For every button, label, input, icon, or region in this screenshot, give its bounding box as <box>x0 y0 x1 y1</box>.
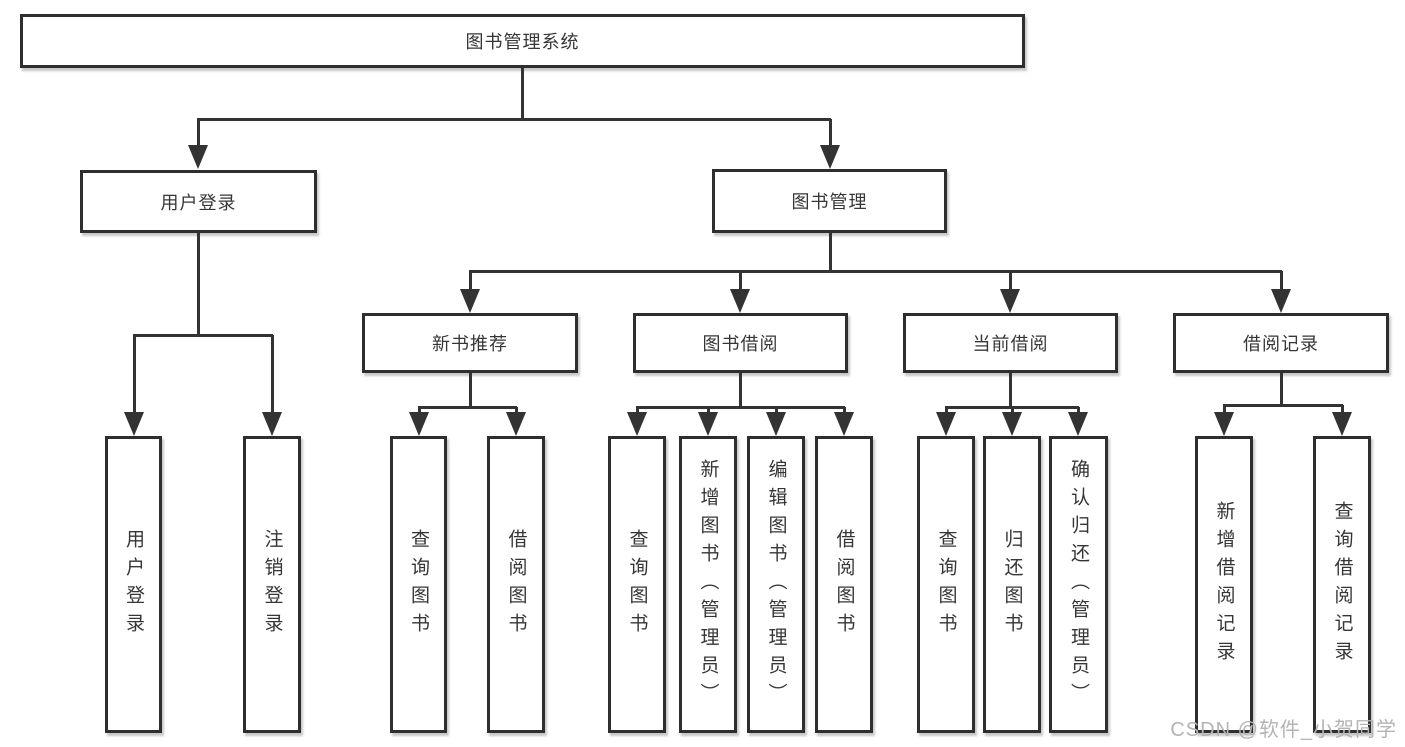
node-root-label: 图书管理系统 <box>465 32 580 52</box>
connector-segment <box>829 233 832 271</box>
leaf-query-books-borrowing-label: 查询图书 <box>626 528 648 641</box>
leaf-return-books: 归还图书 <box>983 436 1041 733</box>
leaf-query-books-current-label: 查询图书 <box>935 528 957 641</box>
connector-segment <box>1009 271 1012 295</box>
connector-segment <box>1341 405 1344 418</box>
connector-segment <box>829 119 832 151</box>
leaf-query-borrow-record-label: 查询借阅记录 <box>1331 500 1353 669</box>
arrowhead-icon <box>766 412 786 436</box>
node-book-borrowing: 图书借阅 <box>633 313 848 373</box>
node-current-borrowing-label: 当前借阅 <box>972 334 1049 354</box>
connector-segment <box>1223 405 1226 418</box>
connector-segment <box>521 68 524 119</box>
leaf-return-books-label: 归还图书 <box>1001 528 1023 641</box>
node-book-management-label: 图书管理 <box>791 192 868 212</box>
connector-segment <box>1280 271 1283 295</box>
node-borrowing-records: 借阅记录 <box>1173 313 1389 373</box>
arrowhead-icon <box>698 412 718 436</box>
leaf-edit-books-admin-label: 编辑图书（管理员） <box>765 458 787 711</box>
node-borrowing-records-label: 借阅记录 <box>1243 334 1319 354</box>
leaf-query-books-recommend-label: 查询图书 <box>408 528 429 641</box>
node-current-borrowing: 当前借阅 <box>903 313 1118 373</box>
arrowhead-icon <box>627 412 647 436</box>
node-book-management: 图书管理 <box>712 169 947 233</box>
leaf-add-borrow-record-label: 新增借阅记录 <box>1213 500 1235 669</box>
leaf-confirm-return-admin: 确认归还（管理员） <box>1049 436 1108 733</box>
leaf-add-borrow-record: 新增借阅记录 <box>1195 436 1253 733</box>
leaf-borrow-books-recommend: 借阅图书 <box>487 436 545 733</box>
arrowhead-icon <box>409 412 429 436</box>
leaf-user-login-label: 用户登录 <box>123 528 144 641</box>
connector-segment <box>133 335 136 418</box>
arrowhead-icon <box>820 145 840 169</box>
node-user-login: 用户登录 <box>80 170 317 233</box>
leaf-query-books-recommend: 查询图书 <box>390 436 447 733</box>
leaf-logout: 注销登录 <box>243 436 301 733</box>
arrowhead-icon <box>188 145 208 169</box>
arrowhead-icon <box>1214 412 1234 436</box>
leaf-confirm-return-admin-label: 确认归还（管理员） <box>1068 458 1089 711</box>
connector-segment <box>469 270 1282 273</box>
leaf-add-books-admin: 新增图书（管理员） <box>679 436 737 733</box>
leaf-query-borrow-record: 查询借阅记录 <box>1313 436 1371 733</box>
connector-segment <box>1223 404 1343 407</box>
connector-segment <box>418 406 517 409</box>
connector-segment <box>197 118 831 121</box>
connector-segment <box>469 373 472 407</box>
node-user-login-label: 用户登录 <box>160 192 237 213</box>
arrowhead-icon <box>1002 412 1022 436</box>
leaf-borrow-books: 借阅图书 <box>815 436 873 733</box>
leaf-query-books-current: 查询图书 <box>917 436 975 733</box>
connector-segment <box>197 119 200 151</box>
arrowhead-icon <box>124 412 144 436</box>
connector-segment <box>271 335 274 418</box>
node-new-book-recommendation-label: 新书推荐 <box>432 334 508 354</box>
connector-segment <box>469 271 472 295</box>
arrowhead-icon <box>506 412 526 436</box>
node-root: 图书管理系统 <box>20 14 1025 68</box>
connector-segment <box>133 334 273 337</box>
connector-segment <box>739 271 742 295</box>
leaf-add-books-admin-label: 新增图书（管理员） <box>697 458 719 711</box>
connector-segment <box>197 233 200 335</box>
connector-segment <box>1280 373 1283 405</box>
arrowhead-icon <box>262 412 282 436</box>
arrowhead-icon <box>1068 412 1088 436</box>
arrowhead-icon <box>936 412 956 436</box>
leaf-borrow-books-label: 借阅图书 <box>833 528 855 641</box>
leaf-borrow-books-recommend-label: 借阅图书 <box>505 528 527 641</box>
leaf-logout-label: 注销登录 <box>261 528 283 641</box>
node-book-borrowing-label: 图书借阅 <box>702 334 779 354</box>
connector-segment <box>1009 373 1012 407</box>
connector-segment <box>739 373 742 407</box>
leaf-query-books-borrowing: 查询图书 <box>608 436 666 733</box>
csdn-watermark: CSDN @软件_小贺同学 <box>1170 719 1397 741</box>
arrowhead-icon <box>834 412 854 436</box>
arrowhead-icon <box>730 289 750 313</box>
leaf-user-login: 用户登录 <box>105 436 162 733</box>
arrowhead-icon <box>460 289 480 313</box>
arrowhead-icon <box>1000 289 1020 313</box>
node-new-book-recommendation: 新书推荐 <box>362 313 578 373</box>
arrowhead-icon <box>1271 289 1291 313</box>
leaf-edit-books-admin: 编辑图书（管理员） <box>747 436 805 733</box>
arrowhead-icon <box>1332 412 1352 436</box>
connector-segment <box>636 406 845 409</box>
